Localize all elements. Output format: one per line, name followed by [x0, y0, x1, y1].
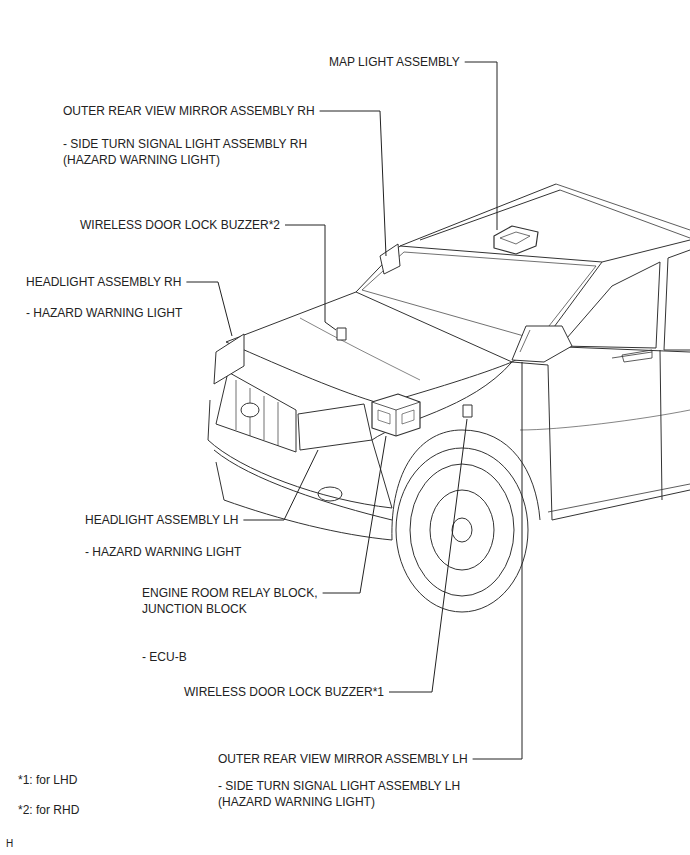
leader-line	[186, 282, 232, 336]
part-label: HEADLIGHT ASSEMBLY LH	[85, 512, 238, 528]
leader-line	[473, 362, 522, 759]
part-label: OUTER REAR VIEW MIRROR ASSEMBLY LH	[218, 751, 468, 767]
figure-code: H	[6, 836, 13, 852]
part-label: WIRELESS DOOR LOCK BUZZER*1	[184, 684, 384, 700]
part-label: *2: for RHD	[18, 802, 79, 818]
part-label: ENGINE ROOM RELAY BLOCK, JUNCTION BLOCK	[142, 585, 347, 617]
part-label: *1: for LHD	[18, 772, 77, 788]
part-label: - SIDE TURN SIGNAL LIGHT ASSEMBLY RH (HA…	[63, 136, 348, 168]
part-label: HEADLIGHT ASSEMBLY RH	[26, 274, 181, 290]
leader-line	[389, 419, 467, 692]
part-label: MAP LIGHT ASSEMBLY	[329, 54, 460, 70]
leader-line	[285, 225, 336, 330]
leader-line	[320, 111, 386, 256]
part-label: - HAZARD WARNING LIGHT	[26, 305, 182, 321]
part-label: WIRELESS DOOR LOCK BUZZER*2	[80, 217, 280, 233]
part-label: - HAZARD WARNING LIGHT	[85, 544, 241, 560]
part-label: OUTER REAR VIEW MIRROR ASSEMBLY RH	[63, 103, 315, 119]
part-label: - SIDE TURN SIGNAL LIGHT ASSEMBLY LH (HA…	[218, 778, 503, 810]
leader-line	[323, 436, 386, 593]
part-label: - ECU-B	[142, 649, 187, 665]
leader-line	[243, 450, 318, 520]
leader-line	[465, 62, 497, 230]
